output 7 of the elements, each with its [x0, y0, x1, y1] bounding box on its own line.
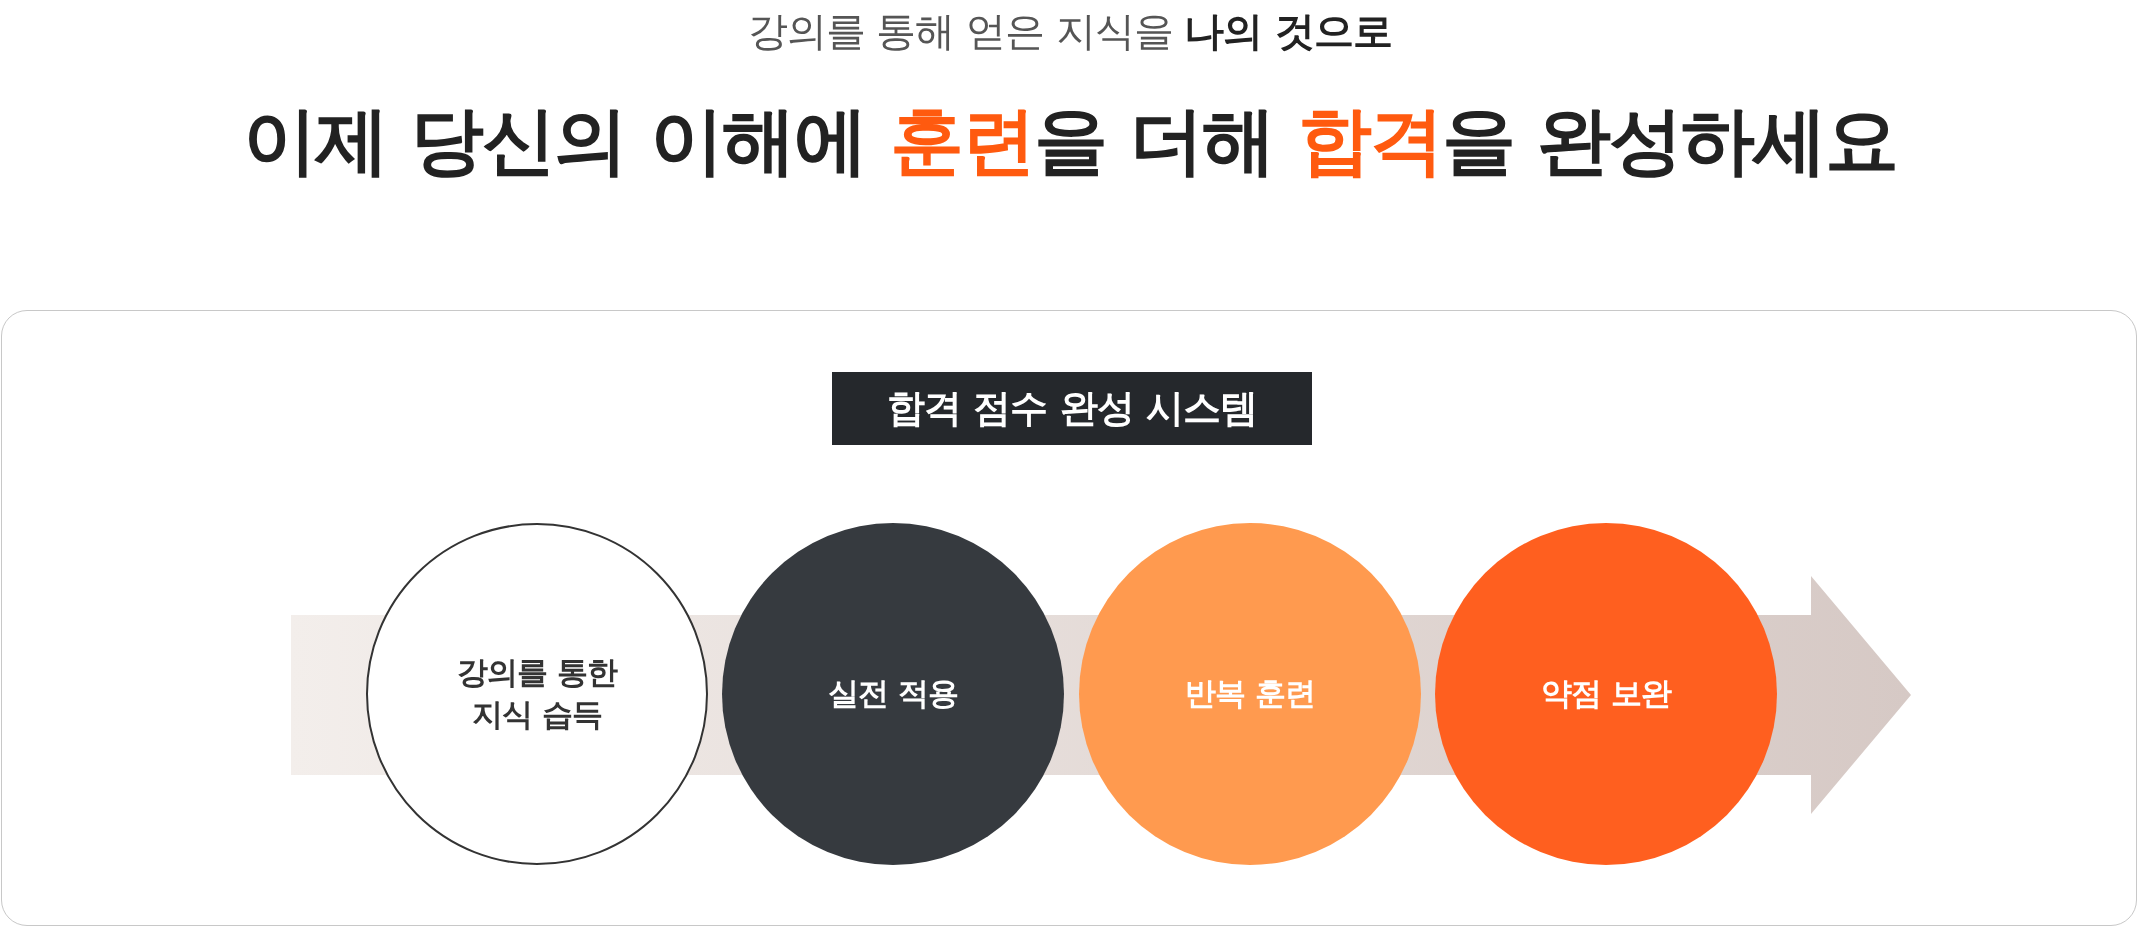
- step-label: 실전 적용: [827, 674, 959, 714]
- title: 이제 당신의 이해에 훈련을 더해 합격을 완성하세요: [241, 96, 1899, 185]
- step-label: 강의를 통한 지식 습득: [456, 653, 619, 734]
- subtitle: 강의를 통해 얻은 지식을 나의 것으로: [746, 7, 1394, 56]
- heading-badge: 합격 점수 완성 시스템: [832, 372, 1312, 445]
- step-label: 약점 보완: [1540, 674, 1673, 714]
- step-label: 반복 훈련: [1184, 674, 1316, 714]
